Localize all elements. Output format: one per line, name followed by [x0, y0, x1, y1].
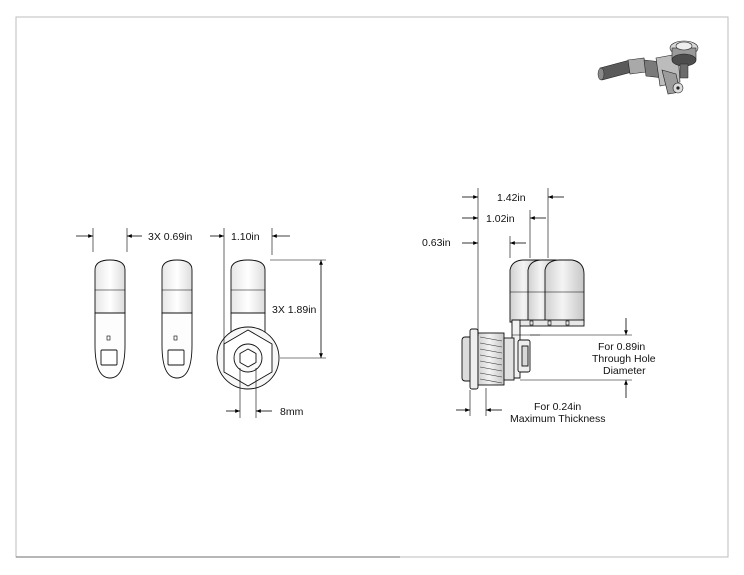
dim-label-cam-length: 3X 1.89in: [272, 304, 317, 316]
dim-through-hole: For 0.89in Through Hole Diameter: [520, 318, 656, 398]
dim-label-offset-min: 0.63in: [422, 237, 451, 249]
dim-offset-min: 0.63in: [422, 236, 526, 258]
cam-2: [161, 259, 193, 379]
side-cam-stack: [509, 259, 585, 379]
thickness-note-line-1: For 0.24in: [534, 401, 581, 413]
dim-hex-size: 8mm: [226, 368, 304, 418]
dim-cam-width: 1.10in: [210, 228, 290, 350]
front-view: 3X 0.69in 1.10in 3X 1.89in 8mm: [76, 228, 326, 418]
hole-note-line-2: Through Hole: [592, 353, 656, 365]
dim-label-cam-width: 1.10in: [231, 231, 260, 243]
dim-label-offset-max: 1.42in: [497, 192, 526, 204]
dim-panel-thickness: For 0.24in Maximum Thickness: [456, 388, 606, 425]
side-lock-body: [461, 328, 540, 390]
dim-label-offset-mid: 1.02in: [486, 213, 515, 225]
dim-offset-max: 1.42in: [462, 188, 564, 336]
dim-label-cam-spacing: 3X 0.69in: [148, 231, 193, 243]
dim-label-hex-size: 8mm: [280, 406, 304, 418]
side-view: 1.42in 1.02in 0.63in For 0.89in Through …: [422, 188, 656, 425]
cam-3-with-nut: [216, 259, 280, 390]
hole-note-line-1: For 0.89in: [598, 341, 645, 353]
cam-1: [94, 259, 126, 379]
hole-note-line-3: Diameter: [603, 365, 646, 377]
dim-cam-length: 3X 1.89in: [270, 259, 326, 359]
isometric-thumbnail: [597, 40, 699, 95]
dim-cam-spacing: 3X 0.69in: [76, 228, 193, 252]
dim-offset-mid: 1.02in: [462, 210, 546, 258]
thickness-note-line-2: Maximum Thickness: [510, 413, 606, 425]
